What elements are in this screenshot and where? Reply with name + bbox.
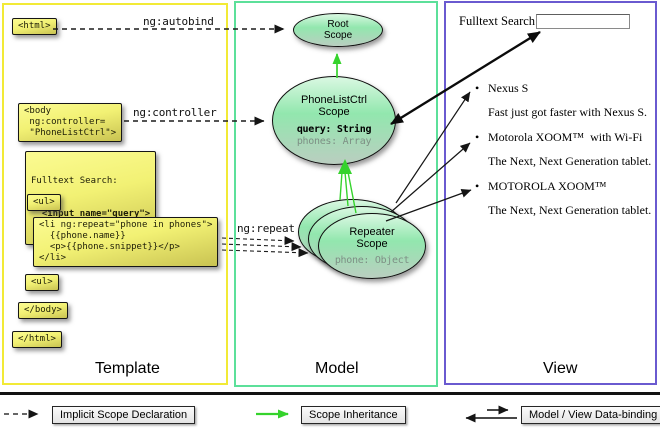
code-body-open: <body ng:controller= "PhoneListCtrl">: [18, 103, 123, 142]
ng-controller-label: ng:controller: [133, 106, 217, 119]
view-item-bullet: •: [475, 130, 480, 144]
repeater-prop-phone: phone: Object: [334, 254, 410, 266]
view-item-bullet: •: [475, 81, 480, 95]
phonelistctrl-scope-ellipse: PhoneListCtrl Scope query: String phones…: [272, 76, 396, 165]
view-item-name: Motorola XOOM™ with Wi-Fi: [488, 130, 643, 144]
view-item-bullet: •: [475, 179, 480, 193]
view-search-label: Fulltext Search:: [459, 14, 539, 28]
legend-data-binding-box: Model / View Data-binding: [521, 406, 660, 424]
legend-binding-arrows: [465, 405, 517, 423]
legend-scope-inheritance-box: Scope Inheritance: [301, 406, 406, 424]
ng-autobind-label: ng:autobind: [143, 15, 214, 28]
view-item-snippet: The Next, Next Generation tablet.: [488, 154, 652, 168]
phonelistctrl-prop-phones: phones: Array: [296, 135, 372, 147]
code-ul-close: <ul>: [25, 274, 59, 291]
phonelistctrl-scope-title: PhoneListCtrl Scope: [300, 93, 368, 119]
root-scope-ellipse: Root Scope: [293, 13, 383, 47]
view-panel: [444, 1, 657, 385]
view-item-snippet: The Next, Next Generation tablet.: [488, 203, 652, 217]
code-html-close: </html>: [12, 331, 62, 348]
code-fulltext-input: <input name="query">: [31, 209, 151, 219]
legend-separator-rule: [0, 392, 660, 395]
root-scope-title: Root Scope: [323, 19, 353, 41]
code-ul-open: <ul>: [27, 194, 61, 211]
repeater-scope-title: Repeater Scope: [349, 225, 395, 251]
code-li-repeat: <li ng:repeat="phone in phones"> {{phone…: [33, 217, 219, 267]
legend-implicit-scope-box: Implicit Scope Declaration: [52, 406, 196, 424]
view-column-title: View: [543, 360, 578, 377]
view-item-name: Nexus S: [488, 81, 529, 95]
view-item-snippet: Fast just got faster with Nexus S.: [488, 105, 647, 119]
code-fulltext-label: Fulltext Search:: [31, 176, 118, 186]
template-column-title: Template: [95, 360, 160, 377]
view-item-name: MOTOROLA XOOM™: [488, 179, 607, 193]
model-column-title: Model: [315, 360, 359, 377]
repeater-scope-ellipse-front: Repeater Scope phone: Object: [318, 213, 426, 279]
view-search-input[interactable]: [536, 14, 630, 29]
model-panel: [234, 1, 438, 387]
ng-repeat-label: ng:repeat: [237, 222, 295, 235]
code-html-open: <html>: [12, 18, 57, 35]
phonelistctrl-prop-query: query: String: [296, 123, 372, 135]
code-body-close: </body>: [18, 302, 68, 319]
